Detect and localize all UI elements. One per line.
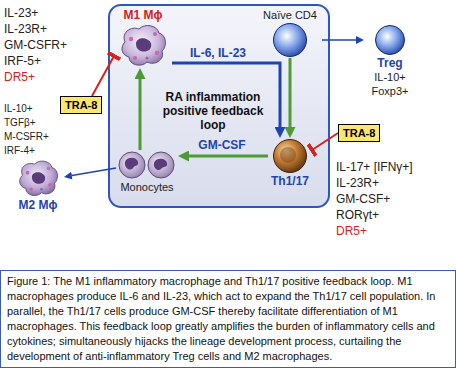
cell-body-shape: [119, 152, 145, 178]
cell-body-shape: [153, 32, 157, 36]
cell-body-shape: [26, 171, 30, 175]
cell-label: TRA-8: [343, 126, 375, 140]
inhibition-line: [312, 133, 338, 150]
feedback-loop-region: RA inflammation positive feedback loop M1…: [108, 4, 330, 208]
marker-label: DR5+: [4, 70, 35, 84]
cell-body-shape: [376, 26, 405, 55]
signal-arrow: [189, 155, 268, 158]
marker-label: IL-23R+: [4, 22, 47, 36]
th17-cell: Th1/17: [268, 138, 312, 188]
cell-body-shape: [47, 167, 50, 170]
cell-body-shape: [274, 140, 307, 173]
region-outline: [109, 5, 329, 207]
cell-shape: [125, 158, 138, 170]
marker-label: IRF-4+: [4, 144, 35, 158]
marker-label: GM-CSFR+: [4, 38, 67, 52]
signal-arrow: [139, 79, 142, 150]
cell-body-shape: [148, 152, 174, 178]
treg-cell-icon: [374, 24, 406, 56]
monocytes-icon: [116, 150, 178, 180]
cell-icon-holder: [114, 22, 172, 68]
cell-label: Monocytes: [116, 180, 178, 194]
m2-macrophage-icon: [15, 158, 61, 198]
naive-cd4-cell-icon: [272, 22, 308, 58]
m1-macrophage-icon: [117, 22, 169, 68]
cell-body-shape: [48, 183, 52, 187]
marker-label: GM-CSF+: [336, 192, 390, 206]
marker-label: RORγt+: [336, 208, 379, 222]
cytokine-label: GM-CSF: [198, 138, 245, 152]
cell-shape: [20, 161, 58, 195]
cell-label: IL-10+: [364, 70, 416, 84]
signal-arrow: [322, 39, 356, 41]
cytokine-label: IL-6, IL-23: [190, 46, 246, 60]
cell-icon-holder: [12, 158, 64, 198]
marker-label: DR5+: [336, 224, 367, 238]
cell-body-shape: [274, 24, 307, 57]
cell-icon-holder: [268, 138, 312, 174]
cell-shape: [122, 26, 165, 66]
cell-body-shape: [280, 147, 296, 163]
cell-shape: [32, 172, 45, 184]
cell-icon-holder: [364, 24, 416, 56]
treg-cell: TregIL-10+Foxp3+: [364, 24, 416, 98]
marker-label: M-CSFR+: [4, 130, 49, 144]
cell-icon-holder: [258, 22, 322, 58]
cell-shape: [154, 159, 167, 170]
cell-label: Foxp3+: [364, 84, 416, 98]
cell-shape: [136, 38, 151, 51]
cell-label: M2 Mϕ: [12, 198, 64, 212]
inhibition-line: [92, 56, 114, 96]
cell-body-shape: [40, 188, 43, 191]
cell-label: TRA-8: [65, 98, 97, 112]
region-title: RA inflammation positive feedback loop: [153, 90, 273, 132]
m2-macrophage: M2 Mϕ: [12, 158, 64, 212]
antibody-box: TRA-8: [338, 124, 380, 142]
antibody-box: TRA-8: [60, 96, 102, 114]
naive-cd4-cell: Naïve CD4: [258, 8, 322, 58]
th17-cell-icon: [272, 138, 308, 174]
marker-label: IL-17+ [IFNγ+]: [336, 160, 413, 174]
cell-body-shape: [133, 56, 137, 60]
marker-label: TGFβ+: [4, 116, 36, 130]
cell-body-shape: [145, 56, 148, 59]
cell-label: Treg: [364, 56, 416, 70]
connector-group: [72, 40, 356, 176]
cell-label: M1 Mϕ: [114, 8, 172, 22]
cell-label: Naïve CD4: [258, 8, 322, 22]
signal-arrow: [289, 58, 292, 127]
cell-icon-holder: [116, 150, 178, 180]
marker-label: IRF-5+: [4, 54, 41, 68]
m1-macrophage: M1 Mϕ: [114, 8, 172, 68]
region-outline-group: [109, 5, 329, 207]
figure-caption: Figure 1: The M1 inflammatory macrophage…: [0, 270, 456, 368]
signal-arrow: [72, 168, 116, 176]
marker-label: IL-10+: [4, 102, 33, 116]
cell-body-shape: [29, 188, 32, 191]
marker-label: IL-23R+: [336, 176, 379, 190]
cell-label: Th1/17: [268, 174, 312, 188]
cell-body-shape: [155, 51, 159, 55]
marker-label: IL-23+: [4, 6, 38, 20]
cell-body-shape: [129, 37, 133, 41]
monocytes: Monocytes: [116, 150, 178, 194]
